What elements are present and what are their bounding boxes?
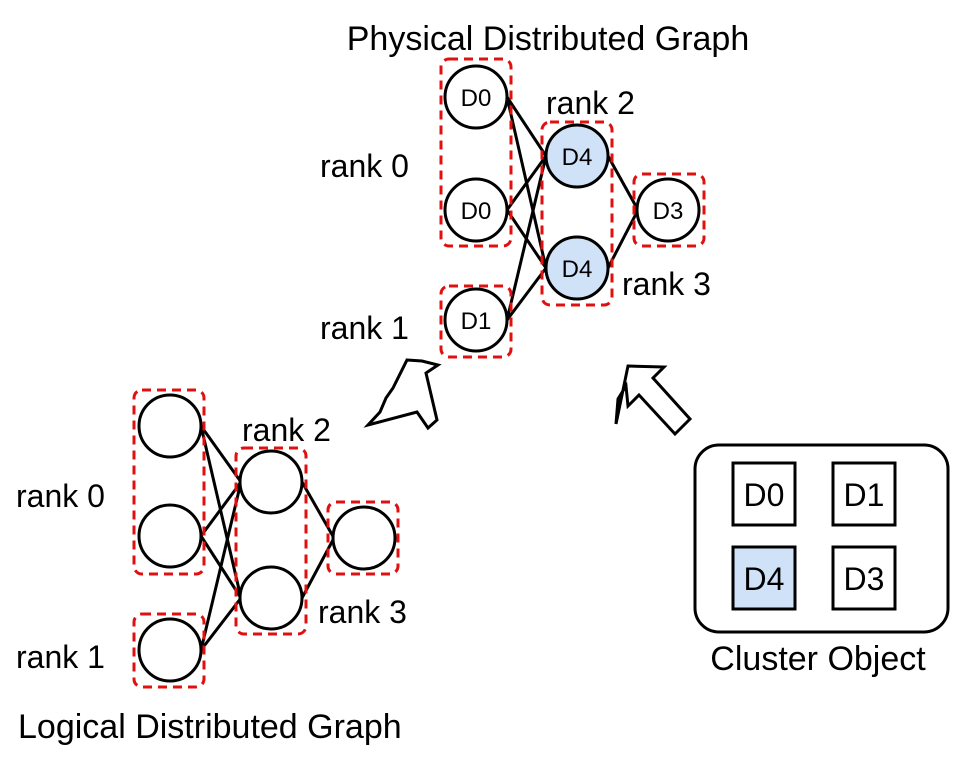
physical-node-d0-bottom: D0 [443,177,509,243]
cell-label: D3 [844,561,885,597]
physical-rank0-group [439,57,513,248]
physical-edges [505,96,640,321]
edge [606,155,640,211]
logical-rank3-label: rank 3 [318,594,407,630]
edge [505,267,548,321]
cell-label: D0 [744,477,785,513]
cluster-cell-d3: D3 [831,545,897,611]
cell-box [831,545,897,611]
node-label: D4 [562,256,593,283]
cell-label: D1 [844,477,885,513]
logical-edges [199,425,336,651]
logical-rank2-group [234,446,308,636]
logical-rank1-label: rank 1 [16,639,105,675]
physical-rank0-label: rank 0 [320,148,409,184]
cluster-object-title: Cluster Object [710,640,926,678]
logical-rank2-label: rank 2 [242,412,331,448]
logical-rank0-group [132,388,206,576]
physical-node-d3: D3 [635,177,701,243]
physical-rank2-label: rank 2 [546,85,635,121]
cell-box [731,461,797,527]
logical-node-rank1 [137,617,203,683]
node-label: D0 [461,198,492,225]
physical-graph-title: Physical Distributed Graph [347,20,750,58]
cell-box [731,545,797,611]
edge [505,96,548,157]
node-circle [544,235,610,301]
physical-node-d0-top: D0 [443,64,509,130]
physical-rank3-group [632,172,706,248]
node-label: D4 [562,144,593,171]
logical-rank3-group [326,500,400,576]
cluster-cell-d4: D4 [731,545,797,611]
logical-node-rank2-bottom [238,565,304,631]
logical-rank1-group [132,612,206,689]
physical-rank3-label: rank 3 [622,266,711,302]
edge [606,209,640,269]
edge [300,481,336,539]
node-circle [443,177,509,243]
node-circle [443,287,509,353]
node-label: D0 [461,85,492,112]
node-label: D3 [653,198,684,225]
physical-rank1-group [439,284,513,359]
edge [199,425,243,483]
cluster-cell-d1: D1 [831,461,897,527]
physical-node-d1: D1 [443,287,509,353]
edge [199,481,243,651]
logical-node-rank2-top [238,449,304,515]
node-circle [443,64,509,130]
cell-box [831,461,897,527]
node-circle [544,123,610,189]
node-label: D1 [461,308,492,335]
physical-rank2-group [540,120,614,307]
logical-node-rank0-top [137,393,203,459]
logical-node-rank0-bottom [137,503,203,569]
physical-rank1-label: rank 1 [320,310,409,346]
edge [199,481,243,537]
physical-node-d4-bottom: D4 [544,235,610,301]
logical-rank0-label: rank 0 [16,478,105,514]
edge [199,425,243,599]
physical-node-d4-top: D4 [544,123,610,189]
logical-node-rank3 [331,505,397,571]
node-circle [635,177,701,243]
edge [505,155,548,211]
edge [505,155,548,321]
up-right-arrow-icon [363,358,442,431]
edge [199,597,243,651]
cell-label: D4 [744,561,785,597]
logical-graph-title: Logical Distributed Graph [18,708,402,746]
up-left-arrow-icon [614,364,693,437]
cluster-cell-d0: D0 [731,461,797,527]
